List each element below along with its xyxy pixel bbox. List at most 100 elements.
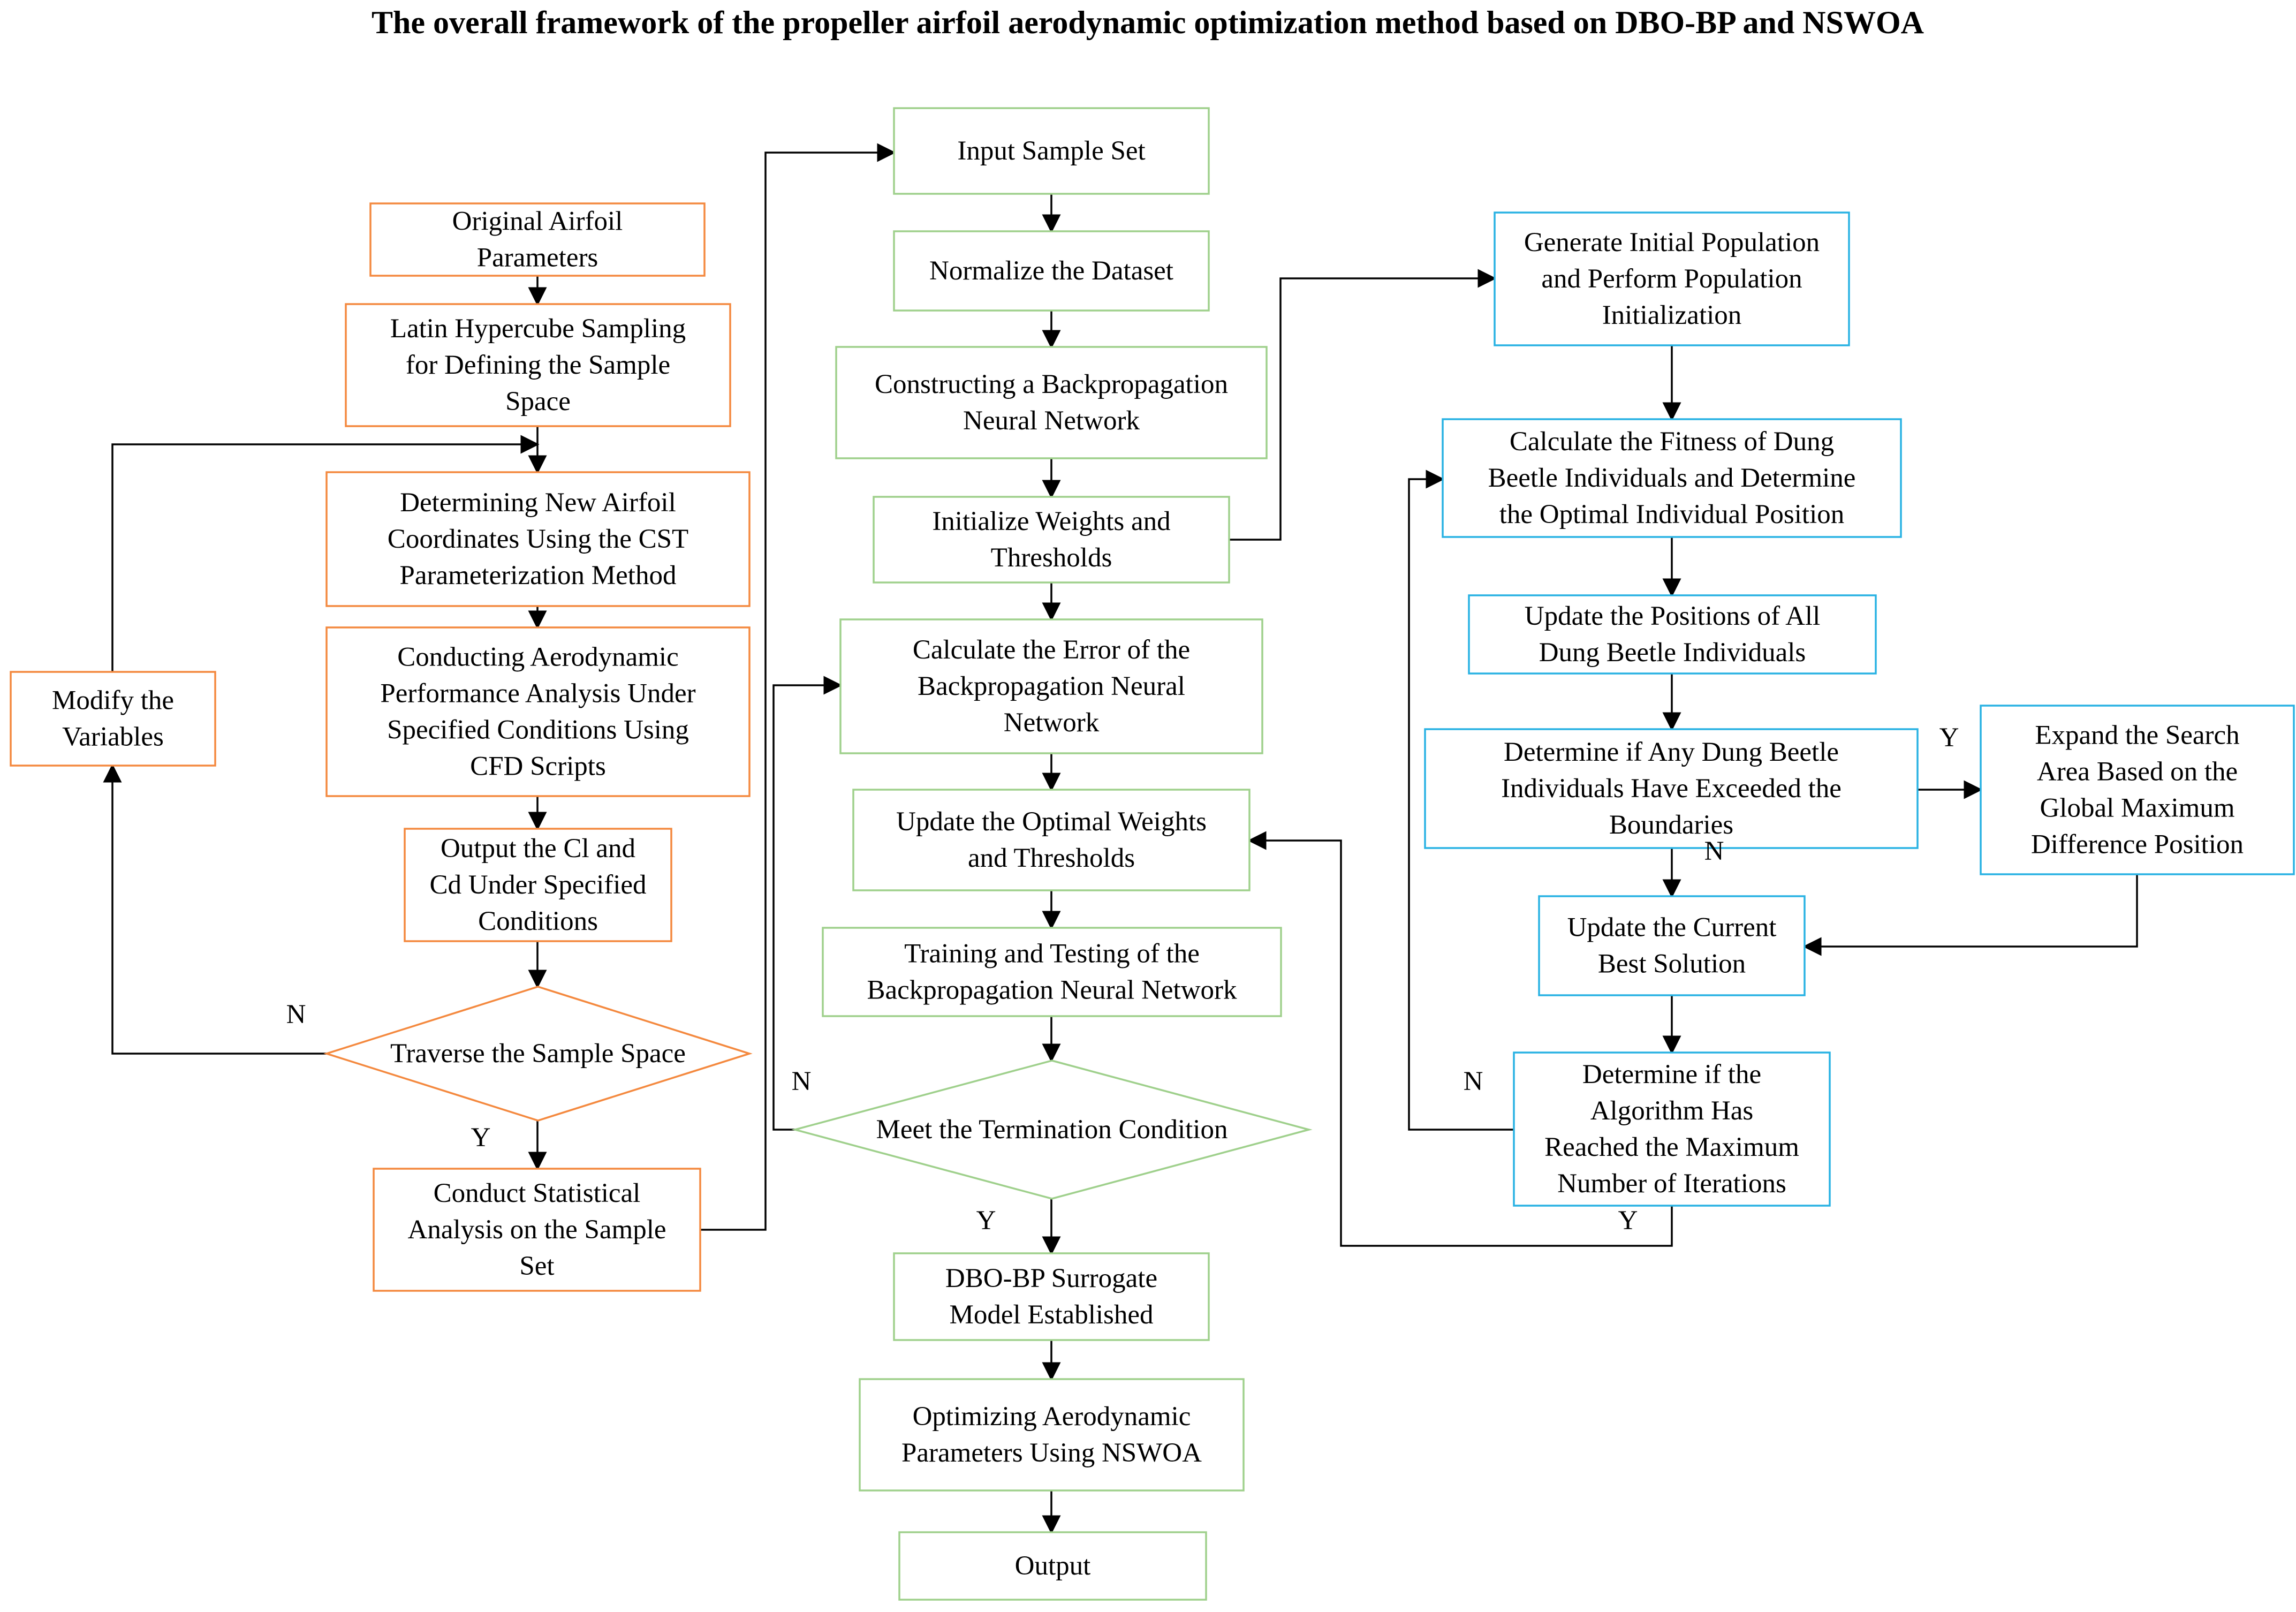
node-label-line: Determining New Airfoil — [400, 488, 676, 518]
node-label-line: Model Established — [949, 1300, 1153, 1330]
node-label-line: Latin Hypercube Sampling — [390, 314, 686, 344]
node-normalize: Normalize the Dataset — [893, 230, 1210, 312]
node-label-line: Meet the Termination Condition — [876, 1115, 1228, 1145]
node-label-line: Conduct Statistical — [434, 1178, 641, 1208]
node-label-line: Normalize the Dataset — [929, 256, 1173, 286]
node-gen-pop: Generate Initial Population and Perform P… — [1494, 211, 1850, 346]
connector-arrow — [111, 435, 540, 672]
process-box — [373, 1168, 701, 1292]
connector-arrow — [772, 676, 843, 1131]
process-box — [893, 230, 1210, 312]
node-label-line: Update the Current — [1567, 913, 1777, 943]
node-label-line: for Defining the Sample — [406, 350, 670, 380]
node-label-line: Output — [1015, 1551, 1091, 1581]
process-box — [852, 789, 1251, 891]
node-label-line: Determine if the — [1582, 1059, 1761, 1089]
flowchart-edges — [103, 143, 2138, 1534]
process-box — [822, 927, 1282, 1017]
node-label-line: and Perform Population — [1541, 264, 1802, 294]
node-label-line: Dung Beetle Individuals — [1539, 638, 1806, 668]
node-label-line: Reached the Maximum — [1544, 1132, 1799, 1162]
node-label-line: Algorithm Has — [1590, 1096, 1754, 1126]
node-label-line: Backpropagation Neural — [918, 671, 1185, 701]
node-label-line: Analysis on the Sample — [407, 1215, 666, 1245]
node-label-line: Neural Network — [963, 406, 1140, 436]
node-label-line: Specified Conditions Using — [387, 715, 689, 745]
node-label-line: Global Maximum — [2040, 793, 2234, 823]
process-box — [835, 346, 1268, 459]
process-box — [1442, 418, 1902, 538]
edge-label-maxiter-yes: Y — [1618, 1206, 1638, 1236]
process-box — [1494, 211, 1850, 346]
process-box — [859, 1378, 1245, 1492]
node-label-line: Calculate the Fitness of Dung — [1510, 427, 1834, 457]
node-label-line: DBO-BP Surrogate — [945, 1263, 1157, 1293]
process-box — [345, 303, 731, 427]
connector-arrow — [1247, 831, 1673, 1247]
diagram-title: The overall framework of the propeller a… — [372, 5, 1924, 40]
node-label-line: Parameters Using NSWOA — [901, 1438, 1202, 1468]
edge-label-boundary-no: N — [1704, 836, 1724, 866]
node-lhs: Latin Hypercube Sampling for Defining the… — [345, 303, 731, 427]
node-label-line: Cd Under Specified — [429, 870, 646, 900]
process-box — [10, 671, 216, 767]
node-terminate: Meet the Termination Condition — [791, 1059, 1313, 1200]
node-label-line: Optimizing Aerodynamic — [913, 1402, 1191, 1432]
node-label-line: Set — [519, 1251, 554, 1281]
process-box — [893, 107, 1210, 195]
node-label-line: Space — [505, 387, 571, 417]
process-box — [325, 626, 751, 797]
node-calc-err: Calculate the Error of theBackpropagatio… — [839, 618, 1263, 754]
node-label-line: Difference Position — [2031, 830, 2244, 860]
edge-label-terminate-no: N — [792, 1066, 812, 1096]
node-label-line: Modify the — [52, 686, 174, 716]
node-output: Output — [898, 1531, 1207, 1601]
node-traverse: Traverse the Sample Space — [323, 986, 753, 1122]
edge-label-traverse-yes: Y — [471, 1123, 491, 1153]
decision-diamond — [323, 986, 753, 1122]
node-label-line: Network — [1004, 708, 1100, 738]
node-label-line: Expand the Search — [2035, 721, 2239, 751]
edge-label-terminate-yes: Y — [976, 1206, 996, 1236]
process-box — [1424, 728, 1919, 849]
connector-arrow — [1408, 470, 1514, 1131]
node-label-line: Update the Optimal Weights — [896, 807, 1207, 837]
node-label-line: Generate Initial Population — [1524, 228, 1820, 258]
node-label-line: Constructing a Backpropagation — [875, 369, 1228, 399]
connector-arrow — [103, 763, 327, 1055]
node-label-line: Conducting Aerodynamic — [397, 642, 679, 672]
node-label-line: Performance Analysis Under — [380, 679, 695, 709]
connector-arrow — [700, 143, 896, 1231]
node-label-line: Variables — [62, 722, 164, 752]
decision-diamond — [791, 1059, 1313, 1200]
node-label-line: Backpropagation Neural Network — [867, 975, 1237, 1005]
process-box — [893, 1252, 1210, 1341]
node-label-line: Number of Iterations — [1557, 1169, 1786, 1199]
node-label-line: Parameters — [477, 243, 598, 273]
node-label-line: Coordinates Using the CST — [388, 524, 688, 554]
node-label-line: Boundaries — [1609, 810, 1733, 840]
edge-label-boundary-yes: Y — [1939, 723, 1959, 753]
node-label-line: Initialization — [1602, 300, 1742, 330]
node-label-line: Individuals Have Exceeded the — [1501, 774, 1842, 804]
node-label-line: Determine if Any Dung Beetle — [1504, 737, 1839, 767]
node-label-line: CFD Scripts — [470, 752, 606, 782]
node-label-line: Best Solution — [1598, 949, 1746, 979]
node-label-line: Conditions — [478, 906, 598, 936]
node-label-line: Parameterization Method — [400, 561, 677, 591]
node-label-line: Initialize Weights and — [932, 506, 1170, 536]
node-label-line: Update the Positions of All — [1525, 601, 1820, 631]
